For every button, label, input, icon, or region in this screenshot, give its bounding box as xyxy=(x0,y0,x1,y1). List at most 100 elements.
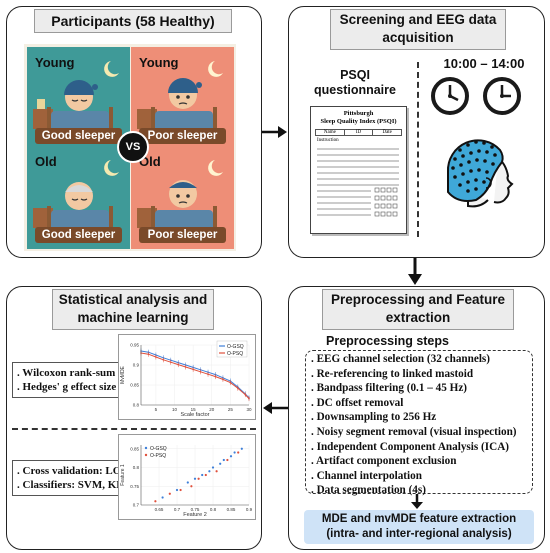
steps-box xyxy=(305,350,533,494)
y-tick-label: 0.85 xyxy=(130,446,139,451)
scatter-point xyxy=(190,485,193,488)
step-item: . Independent Component Analysis (ICA) xyxy=(311,440,509,453)
statistical-divider xyxy=(12,428,256,430)
data-point xyxy=(244,393,247,396)
y-tick-label: 0.75 xyxy=(130,484,139,489)
scene-old-poor: Old Poor sleeper xyxy=(131,146,234,249)
scatter-point xyxy=(154,500,157,503)
data-point xyxy=(248,397,250,400)
data-point xyxy=(237,387,239,389)
scene-age: Old xyxy=(35,154,57,169)
eeg-head-icon xyxy=(446,139,514,208)
data-point xyxy=(214,375,217,378)
scatter-point xyxy=(161,496,164,499)
psqi-form: Pittsburgh Sleep Quality Index (PSQI) Na… xyxy=(310,106,407,234)
step-item: . Downsampling to 256 Hz xyxy=(311,411,437,424)
scene-label: Good sleeper xyxy=(35,227,122,243)
preprocessing-title: Preprocessing and Feature extraction xyxy=(322,289,514,330)
x-tick-label: 0.65 xyxy=(155,507,164,512)
step-item: . Channel interpolation xyxy=(311,469,422,482)
ml-item: . Cross validation: LOSO xyxy=(17,465,136,477)
scene-young-good: Young Good sleeper xyxy=(27,47,130,150)
step-item: . Re-referencing to linked mastoid xyxy=(311,367,474,380)
chart2-legend-0: O-GSQ xyxy=(150,446,167,452)
scatter-point xyxy=(201,473,204,477)
chart1-legend-1: O-PSQ xyxy=(227,351,243,357)
ml-item: . Classifiers: SVM, KNN xyxy=(17,479,133,491)
data-point xyxy=(162,359,165,361)
screening-title: Screening and EEG data acquisition xyxy=(330,9,506,50)
feature-line1: MDE and mvMDE feature extraction xyxy=(321,513,517,525)
x-tick-label: 5 xyxy=(155,407,158,412)
series-line xyxy=(140,352,250,399)
data-point xyxy=(147,353,150,355)
scatter-point xyxy=(193,477,197,480)
data-point xyxy=(169,361,172,363)
chart1-xlabel: Scale factor xyxy=(180,412,209,418)
data-point xyxy=(155,356,157,358)
data-point xyxy=(229,381,232,384)
y-tick-label: 0.7 xyxy=(133,503,140,508)
feature-box: MDE and mvMDE feature extraction (intra-… xyxy=(304,510,534,544)
y-tick-label: 0.85 xyxy=(130,383,139,388)
stats-item: . Hedges' g effect size xyxy=(17,381,117,393)
x-tick-label: 0.7 xyxy=(174,507,181,512)
step-item: . Artifact component exclusion xyxy=(311,455,457,468)
data-point xyxy=(184,366,187,368)
data-point xyxy=(207,373,209,375)
chart1-legend: O-GSQ O-PSQ xyxy=(216,340,248,358)
preprocessing-title-line2: extraction xyxy=(385,310,451,325)
scatter-point xyxy=(204,473,207,477)
chart2-legend-1: O-PSQ xyxy=(150,453,166,459)
step-item: . Noisy segment removal (visual inspecti… xyxy=(311,425,517,438)
scene-old-good: Old Good sleeper xyxy=(27,146,130,249)
chart2-legend: O-GSQ O-PSQ xyxy=(144,446,167,459)
form-col-name: Name xyxy=(316,130,345,135)
form-instruction: Instruction xyxy=(317,138,339,143)
statistical-title: Statistical analysis and machine learnin… xyxy=(52,289,214,330)
form-title: Pittsburgh Sleep Quality Index (PSQI) xyxy=(311,110,406,126)
x-tick-label: 30 xyxy=(246,407,252,412)
scene-label: Poor sleeper xyxy=(139,128,226,144)
psqi-line1: PSQI xyxy=(340,68,370,82)
screening-title-line1: Screening and EEG data xyxy=(339,12,497,27)
x-tick-label: 20 xyxy=(209,407,215,412)
x-tick-label: 0.9 xyxy=(246,507,253,512)
scatter-point xyxy=(197,477,200,480)
participants-title: Participants (58 Healthy) xyxy=(34,9,232,33)
form-title-line1: Pittsburgh xyxy=(343,110,374,117)
scene-label: Good sleeper xyxy=(35,128,122,144)
stats-item: . Wilcoxon rank-sum test xyxy=(17,367,135,379)
scatter-point xyxy=(186,481,189,484)
scene-age: Young xyxy=(35,55,75,70)
chart2-ylabel: Feature 1 xyxy=(120,464,126,486)
time-range: 10:00 – 14:00 xyxy=(443,56,525,71)
vs-label: VS xyxy=(125,141,141,153)
x-tick-label: 25 xyxy=(228,407,234,412)
y-tick-label: 0.8 xyxy=(133,403,140,408)
chart2-xlabel: Feature 2 xyxy=(183,512,207,518)
feature-line2: (intra- and inter-regional analysis) xyxy=(326,528,512,540)
form-col-date: Date xyxy=(382,130,392,135)
scene-label: Poor sleeper xyxy=(139,227,226,243)
scatter-point xyxy=(211,466,215,469)
psqi-heading: PSQI questionnaire xyxy=(300,68,410,98)
steps-list: . EEG channel selection (32 channels) . … xyxy=(311,352,517,498)
screening-title-line2: acquisition xyxy=(382,30,454,45)
step-item: . Data segmentation (4s) xyxy=(311,484,426,497)
form-title-line2: Sleep Quality Index (PSQI) xyxy=(320,118,397,125)
data-point xyxy=(222,378,224,381)
x-tick-label: 15 xyxy=(191,407,197,412)
vs-badge: VS xyxy=(117,131,149,163)
form-lines xyxy=(317,148,399,217)
right-arrow xyxy=(262,126,287,138)
statistical-title-line1: Statistical analysis and xyxy=(58,292,208,307)
scatter-point xyxy=(175,488,179,492)
screening-divider xyxy=(417,62,419,237)
scatter-point xyxy=(179,488,182,492)
scatter-point xyxy=(229,455,233,458)
preprocessing-title-line1: Preprocessing and Feature xyxy=(330,292,506,307)
form-header-row: Name ID Date xyxy=(315,129,402,136)
chart1-ylabel: MvMDE xyxy=(120,365,126,383)
